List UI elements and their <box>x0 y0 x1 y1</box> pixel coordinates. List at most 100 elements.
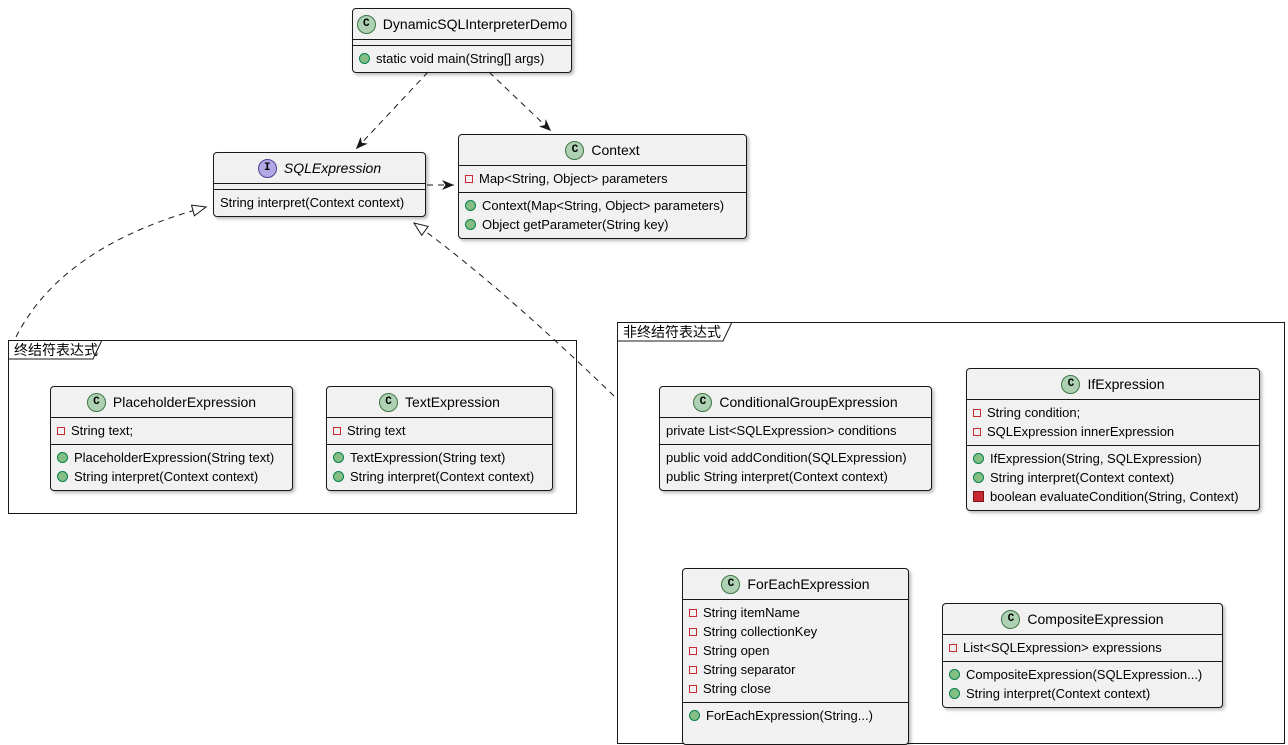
class-icon: C <box>86 392 106 412</box>
fields-compartment: List<SQLExpression> expressions <box>943 634 1222 661</box>
field: String open <box>689 641 900 660</box>
method: Context(Map<String, Object> parameters) <box>465 196 738 215</box>
method: String interpret(Context context) <box>949 684 1214 703</box>
method-text: Object getParameter(String key) <box>482 217 669 232</box>
method-text: public String interpret(Context context) <box>666 469 888 484</box>
private-field-icon <box>949 643 957 652</box>
method: public String interpret(Context context) <box>666 467 923 486</box>
field-text: String condition; <box>987 405 1081 420</box>
field-text: String open <box>703 643 770 658</box>
class-header: C Context <box>459 135 746 165</box>
methods-compartment: public void addCondition(SQLExpression) … <box>660 444 931 490</box>
uml-class-diagram: { "colors": { "background": "#ffffff", "… <box>8 8 1285 745</box>
class-header: C CompositeExpression <box>943 604 1222 634</box>
private-field-icon <box>689 684 697 693</box>
method: static void main(String[] args) <box>359 49 563 68</box>
public-method-icon <box>333 471 344 482</box>
method: public void addCondition(SQLExpression) <box>666 448 923 467</box>
public-method-icon <box>689 710 700 721</box>
field: String close <box>689 679 900 698</box>
private-field-icon <box>973 427 981 436</box>
class-header: I SQLExpression <box>214 153 425 183</box>
class-dynamicsqlinterpreterdemo: C DynamicSQLInterpreterDemo static void … <box>352 8 572 73</box>
method: boolean evaluateCondition(String, Contex… <box>973 487 1251 506</box>
method-text: String interpret(Context context) <box>966 686 1151 701</box>
field: Map<String, Object> parameters <box>465 169 738 188</box>
method: CompositeExpression(SQLExpression...) <box>949 665 1214 684</box>
method-text: String interpret(Context context) <box>220 195 405 210</box>
public-method-icon <box>57 452 68 463</box>
class-name: Context <box>591 142 640 158</box>
fields-compartment <box>214 183 425 189</box>
class-ifexpression: C IfExpression String condition; SQLExpr… <box>966 368 1260 511</box>
class-header: C DynamicSQLInterpreterDemo <box>353 9 571 39</box>
class-conditionalgroupexpression: C ConditionalGroupExpression private Lis… <box>659 386 932 491</box>
dependency-demo-sqlexpression <box>355 71 429 150</box>
field: String collectionKey <box>689 622 900 641</box>
class-header: C PlaceholderExpression <box>51 387 292 417</box>
class-icon: C <box>693 392 713 412</box>
field-text: String text; <box>71 423 134 438</box>
methods-compartment: ForEachExpression(String...) <box>683 702 908 729</box>
field: String itemName <box>689 603 900 622</box>
class-name: DynamicSQLInterpreterDemo <box>382 16 568 32</box>
class-textexpression: C TextExpression String text TextExpress… <box>326 386 553 491</box>
field-text: String separator <box>703 662 796 677</box>
private-field-icon <box>465 174 473 183</box>
fields-compartment: Map<String, Object> parameters <box>459 165 746 192</box>
method: String interpret(Context context) <box>220 193 417 212</box>
class-icon: C <box>1001 609 1021 629</box>
class-name: CompositeExpression <box>1027 611 1164 627</box>
class-compositeexpression: C CompositeExpression List<SQLExpression… <box>942 603 1223 708</box>
public-method-icon <box>973 472 984 483</box>
private-field-icon <box>973 408 981 417</box>
dependency-demo-context <box>488 71 552 132</box>
class-context: C Context Map<String, Object> parameters… <box>458 134 747 239</box>
fields-compartment: String text <box>327 417 552 444</box>
private-field-icon <box>333 426 341 435</box>
class-icon: C <box>356 14 376 34</box>
fields-compartment: String condition; SQLExpression innerExp… <box>967 399 1259 445</box>
field-text: Map<String, Object> parameters <box>479 171 668 186</box>
field-text: String close <box>703 681 771 696</box>
private-field-icon <box>689 608 697 617</box>
public-method-icon <box>973 453 984 464</box>
method: IfExpression(String, SQLExpression) <box>973 449 1251 468</box>
method: ForEachExpression(String...) <box>689 706 900 725</box>
method-text: static void main(String[] args) <box>376 51 545 66</box>
field: String text <box>333 421 544 440</box>
package-terminal-expressions <box>8 340 577 514</box>
class-name: PlaceholderExpression <box>112 394 257 410</box>
private-field-icon <box>689 665 697 674</box>
methods-compartment: TextExpression(String text) String inter… <box>327 444 552 490</box>
class-placeholderexpression: C PlaceholderExpression String text; Pla… <box>50 386 293 491</box>
private-method-icon <box>973 491 984 502</box>
method: String interpret(Context context) <box>333 467 544 486</box>
class-icon: C <box>565 140 585 160</box>
public-method-icon <box>465 219 476 230</box>
method-text: TextExpression(String text) <box>350 450 506 465</box>
class-header: C IfExpression <box>967 369 1259 399</box>
methods-compartment: static void main(String[] args) <box>353 45 571 72</box>
methods-compartment: IfExpression(String, SQLExpression) Stri… <box>967 445 1259 510</box>
method-text: boolean evaluateCondition(String, Contex… <box>990 489 1239 504</box>
class-header: C TextExpression <box>327 387 552 417</box>
fields-compartment: String text; <box>51 417 292 444</box>
method-text: String interpret(Context context) <box>74 469 259 484</box>
class-name: ForEachExpression <box>747 576 870 592</box>
fields-compartment <box>353 39 571 45</box>
method-text: IfExpression(String, SQLExpression) <box>990 451 1202 466</box>
fields-compartment: private List<SQLExpression> conditions <box>660 417 931 444</box>
method-text: CompositeExpression(SQLExpression...) <box>966 667 1203 682</box>
field: String condition; <box>973 403 1251 422</box>
field-text: private List<SQLExpression> conditions <box>666 423 897 438</box>
method: TextExpression(String text) <box>333 448 544 467</box>
class-name: ConditionalGroupExpression <box>719 394 898 410</box>
field-text: SQLExpression innerExpression <box>987 424 1175 439</box>
field: private List<SQLExpression> conditions <box>666 421 923 440</box>
public-method-icon <box>333 452 344 463</box>
method-text: public void addCondition(SQLExpression) <box>666 450 907 465</box>
public-method-icon <box>465 200 476 211</box>
public-method-icon <box>949 669 960 680</box>
interface-icon: I <box>257 158 277 178</box>
